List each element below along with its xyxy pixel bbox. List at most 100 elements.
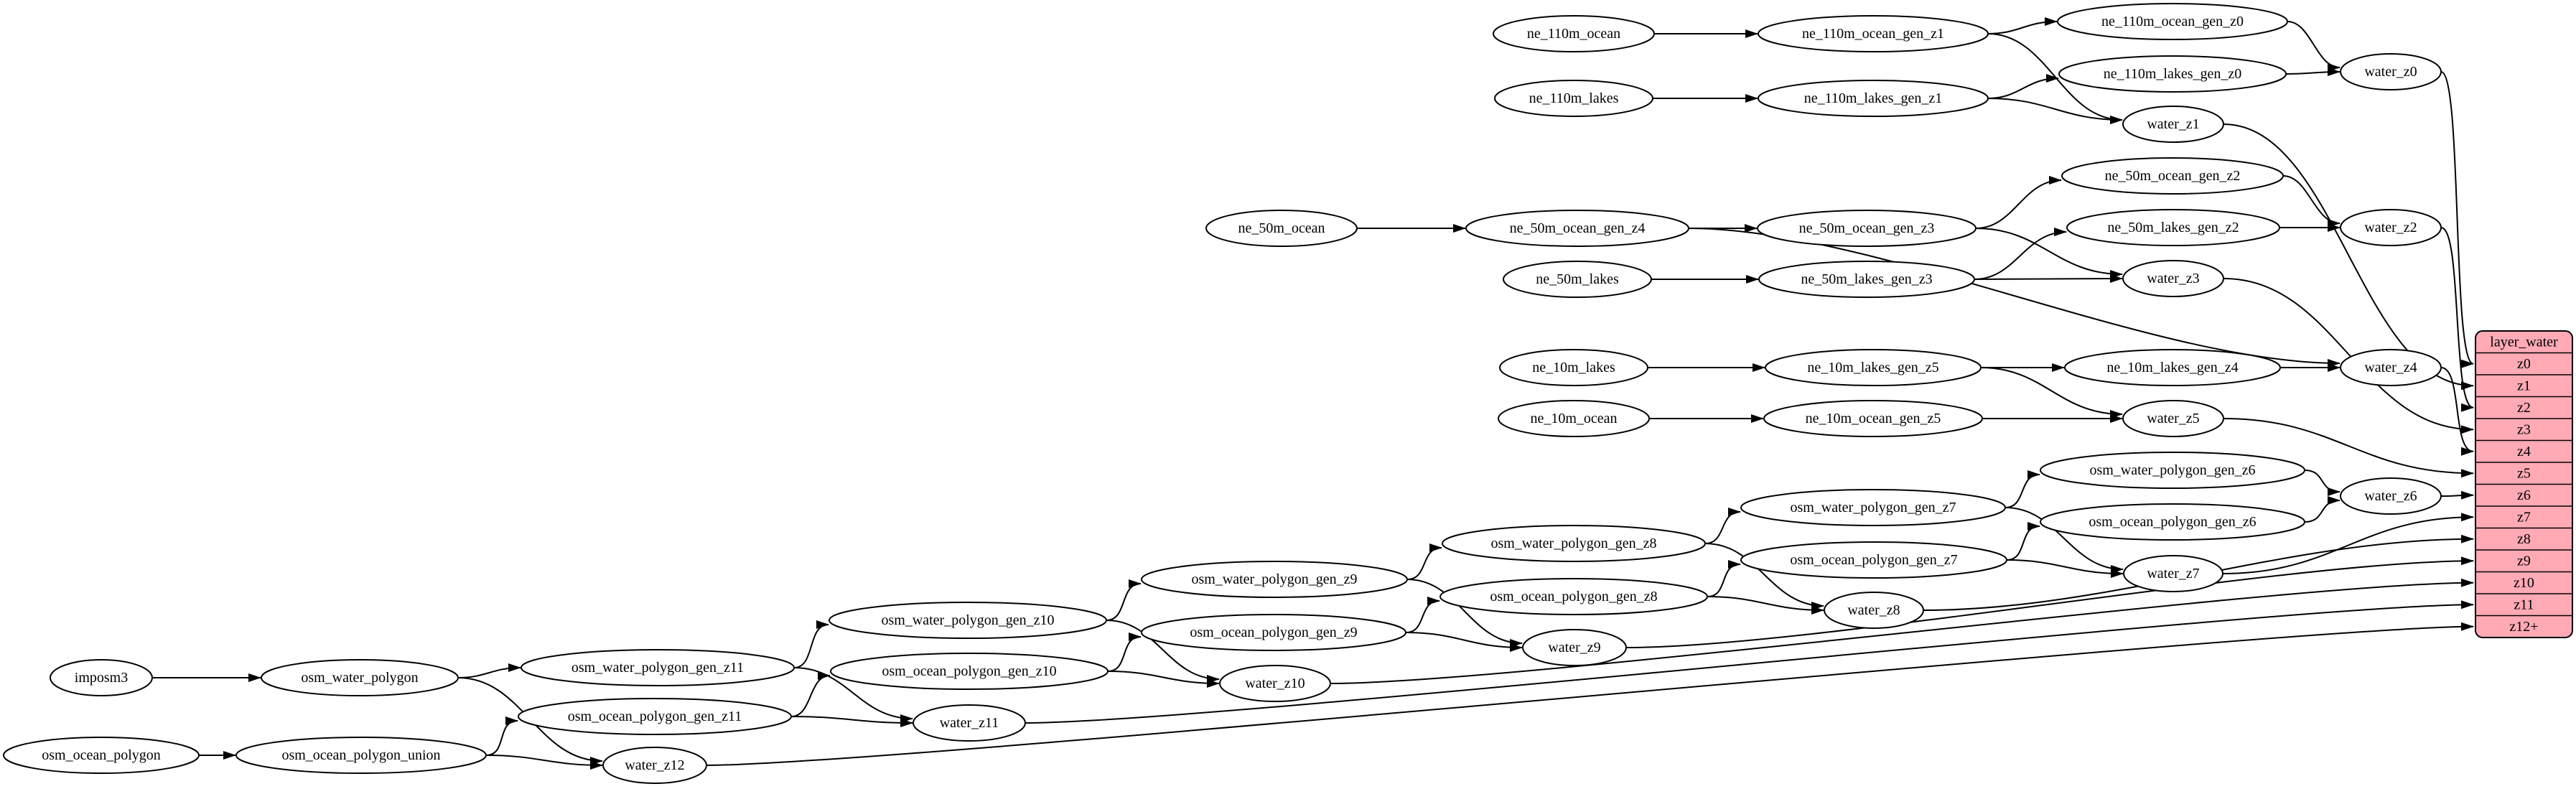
edge-osm_water_polygon_gen_z10-to-osm_water_polygon_gen_z9 <box>1106 579 1142 621</box>
graph-node-water_z1: water_z1 <box>2122 106 2224 143</box>
node-ellipse-ne_10m_lakes <box>1499 349 1648 386</box>
edge-water_z2-to-layer_water-z2 <box>2440 227 2474 412</box>
edge-osm_ocean_polygon_gen_z6-to-water_z6 <box>2304 496 2341 523</box>
node-ellipse-osm_water_polygon_gen_z9 <box>1141 561 1408 598</box>
edge-ne_110m_ocean_gen_z0-to-water_z0 <box>2287 21 2341 72</box>
node-ellipse-water_z1 <box>2122 106 2224 143</box>
node-ellipse-ne_10m_ocean_gen_z5 <box>1763 400 1983 437</box>
edge-ne_110m_ocean_gen_z1-to-ne_110m_ocean_gen_z0 <box>1987 17 2058 34</box>
edge-water_z10-to-layer_water-z10 <box>1330 578 2474 684</box>
node-ellipse-ne_50m_lakes <box>1503 261 1652 298</box>
edge-osm_water_polygon_gen_z7-to-water_z7 <box>2005 507 2124 574</box>
edge-ne_50m_lakes_gen_z3-to-ne_50m_lakes_gen_z2 <box>1974 228 2067 280</box>
graph-node-osm_ocean_polygon_gen_z6: osm_ocean_polygon_gen_z6 <box>2040 503 2305 541</box>
graph-node-ne_110m_lakes_gen_z1: ne_110m_lakes_gen_z1 <box>1758 80 1989 117</box>
node-ellipse-water_z7 <box>2123 555 2223 592</box>
node-ellipse-ne_110m_lakes_gen_z1 <box>1758 80 1989 117</box>
edge-osm_water_polygon_gen_z8-to-osm_water_polygon_gen_z7 <box>1704 508 1741 544</box>
graph-node-imposm3: imposm3 <box>50 659 153 696</box>
edge-osm_ocean_polygon_union-to-water_z12 <box>485 755 603 770</box>
edge-osm_water_polygon_gen_z11-to-osm_water_polygon_gen_z10 <box>793 620 829 668</box>
edge-water_z5-to-layer_water-z5 <box>2223 418 2474 478</box>
edge-osm_ocean_polygon_gen_z9-to-osm_ocean_polygon_gen_z8 <box>1405 597 1440 633</box>
node-ellipse-ne_50m_lakes_gen_z2 <box>2066 209 2280 246</box>
node-ellipse-ne_110m_ocean_gen_z0 <box>2057 3 2288 40</box>
edge-water_z4-to-layer_water-z4 <box>2440 367 2474 456</box>
edge-osm_water_polygon_gen_z9-to-water_z9 <box>1406 579 1523 648</box>
edge-osm_ocean_polygon_union-to-osm_ocean_polygon_gen_z11 <box>485 716 518 756</box>
graph-node-ne_110m_ocean_gen_z1: ne_110m_ocean_gen_z1 <box>1758 15 1989 52</box>
graph-node-ne_50m_lakes: ne_50m_lakes <box>1503 261 1652 298</box>
graph-node-ne_50m_ocean_gen_z4: ne_50m_ocean_gen_z4 <box>1465 210 1689 247</box>
node-ellipse-osm_ocean_polygon_gen_z6 <box>2040 503 2305 541</box>
edge-osm_ocean_polygon_gen_z10-to-osm_ocean_polygon_gen_z9 <box>1107 632 1142 672</box>
graph-node-osm_water_polygon: osm_water_polygon <box>261 659 459 696</box>
graph-node-ne_50m_lakes_gen_z3: ne_50m_lakes_gen_z3 <box>1758 261 1975 298</box>
edge-osm_water_polygon_gen_z8-to-water_z8 <box>1704 543 1824 610</box>
graph-node-osm_water_polygon_gen_z11: osm_water_polygon_gen_z11 <box>521 649 795 686</box>
graph-node-osm_ocean_polygon_gen_z9: osm_ocean_polygon_gen_z9 <box>1141 614 1406 651</box>
node-ellipse-osm_water_polygon_gen_z8 <box>1442 525 1706 562</box>
graph-node-water_z8: water_z8 <box>1824 592 1924 629</box>
graph-node-ne_10m_ocean_gen_z5: ne_10m_ocean_gen_z5 <box>1763 400 1983 437</box>
graph-node-osm_ocean_polygon_union: osm_ocean_polygon_union <box>235 737 487 774</box>
node-ellipse-water_z6 <box>2340 477 2442 515</box>
node-ellipse-ne_110m_ocean_gen_z1 <box>1758 15 1989 52</box>
graph-node-osm_ocean_polygon_gen_z11: osm_ocean_polygon_gen_z11 <box>518 698 792 735</box>
edge-osm_water_polygon_gen_z9-to-osm_water_polygon_gen_z8 <box>1406 543 1442 580</box>
node-ellipse-water_z10 <box>1219 665 1331 702</box>
node-ellipse-osm_ocean_polygon_gen_z9 <box>1141 614 1406 651</box>
node-ellipse-osm_ocean_polygon_gen_z7 <box>1740 541 2007 579</box>
graph-node-ne_110m_ocean_gen_z0: ne_110m_ocean_gen_z0 <box>2057 3 2288 40</box>
node-ellipse-ne_10m_ocean <box>1498 400 1650 437</box>
node-ellipse-water_z3 <box>2122 260 2224 297</box>
graph-node-water_z0: water_z0 <box>2340 53 2442 90</box>
graph-node-ne_10m_lakes_gen_z4: ne_10m_lakes_gen_z4 <box>2064 349 2281 386</box>
graph-node-ne_10m_lakes: ne_10m_lakes <box>1499 349 1648 386</box>
edge-osm_ocean_polygon_gen_z9-to-water_z9 <box>1405 632 1523 652</box>
edge-osm_water_polygon_gen_z11-to-water_z11 <box>793 667 913 723</box>
node-ellipse-water_z11 <box>913 704 1026 742</box>
graph-node-ne_110m_ocean: ne_110m_ocean <box>1493 15 1655 52</box>
node-ellipse-water_z4 <box>2340 349 2442 386</box>
edge-osm_ocean_polygon_gen_z8-to-water_z8 <box>1707 596 1824 615</box>
edge-water_z0-to-layer_water-z0 <box>2440 71 2474 368</box>
node-ellipse-water_z0 <box>2340 53 2442 90</box>
graph-node-ne_110m_lakes: ne_110m_lakes <box>1494 80 1653 117</box>
node-ellipse-osm_water_polygon_gen_z11 <box>521 649 795 686</box>
node-ellipse-water_z2 <box>2340 209 2442 246</box>
edge-water_z12-to-layer_water-z12+ <box>706 622 2474 766</box>
edge-osm_ocean_polygon_gen_z11-to-osm_ocean_polygon_gen_z10 <box>790 671 831 717</box>
node-ellipse-water_z8 <box>1824 592 1924 629</box>
edge-osm_water_polygon_gen_z10-to-water_z10 <box>1106 620 1220 683</box>
graph-node-water_z11: water_z11 <box>913 704 1026 742</box>
node-ellipse-osm_water_polygon_gen_z6 <box>2040 452 2305 489</box>
node-ellipse-ne_110m_ocean <box>1493 15 1655 52</box>
graph-node-osm_water_polygon_gen_z10: osm_water_polygon_gen_z10 <box>829 602 1107 639</box>
graph-node-water_z4: water_z4 <box>2340 349 2442 386</box>
graph-node-ne_50m_ocean_gen_z2: ne_50m_ocean_gen_z2 <box>2061 157 2284 195</box>
graph-node-osm_ocean_polygon_gen_z8: osm_ocean_polygon_gen_z8 <box>1439 578 1708 615</box>
edge-osm_water_polygon_gen_z6-to-water_z6 <box>2304 470 2341 496</box>
node-ellipse-water_z9 <box>1522 629 1627 666</box>
node-ellipse-osm_ocean_polygon_gen_z10 <box>830 653 1109 690</box>
node-ellipse-water_z12 <box>602 747 707 784</box>
graph-node-osm_water_polygon_gen_z9: osm_water_polygon_gen_z9 <box>1141 561 1408 598</box>
graph-node-osm_ocean_polygon_gen_z10: osm_ocean_polygon_gen_z10 <box>830 653 1109 690</box>
edge-water_z6-to-layer_water-z6 <box>2440 490 2474 500</box>
node-ellipse-osm_ocean_polygon_gen_z8 <box>1439 578 1708 615</box>
edge-osm_water_polygon_gen_z7-to-osm_water_polygon_gen_z6 <box>2005 470 2040 508</box>
graph-node-osm_water_polygon_gen_z7: osm_water_polygon_gen_z7 <box>1740 489 2006 526</box>
graph-node-water_z9: water_z9 <box>1522 629 1627 666</box>
layer-water-table: layer_waterz0z1z2z3z4z5z6z7z8z9z10z11z12… <box>2475 330 2573 638</box>
graph-node-water_z2: water_z2 <box>2340 209 2442 246</box>
node-ellipse-ne_50m_ocean <box>1205 210 1358 247</box>
graph-node-ne_50m_lakes_gen_z2: ne_50m_lakes_gen_z2 <box>2066 209 2280 246</box>
edge-water_z11-to-layer_water-z11 <box>1025 600 2474 724</box>
node-ellipse-osm_water_polygon_gen_z10 <box>829 602 1107 639</box>
graph-node-osm_water_polygon_gen_z6: osm_water_polygon_gen_z6 <box>2040 452 2305 489</box>
node-ellipse-water_z5 <box>2122 400 2224 437</box>
edge-ne_50m_ocean_gen_z3-to-water_z3 <box>1975 228 2123 279</box>
